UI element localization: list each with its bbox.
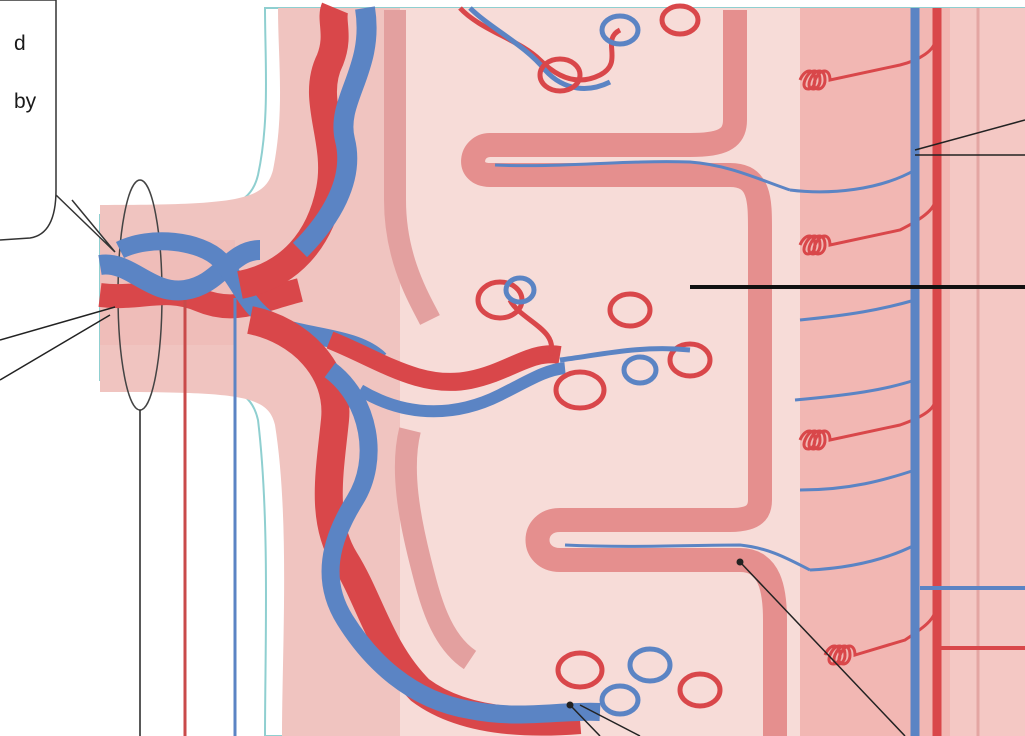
leader-dot-bottom	[567, 702, 574, 709]
callout-line-2: by	[14, 87, 36, 116]
decidua-outer-layer	[950, 8, 1025, 736]
leader-dot-villus	[737, 559, 744, 566]
callout-text: d by	[14, 0, 36, 145]
callout-line-1: d	[14, 29, 36, 58]
